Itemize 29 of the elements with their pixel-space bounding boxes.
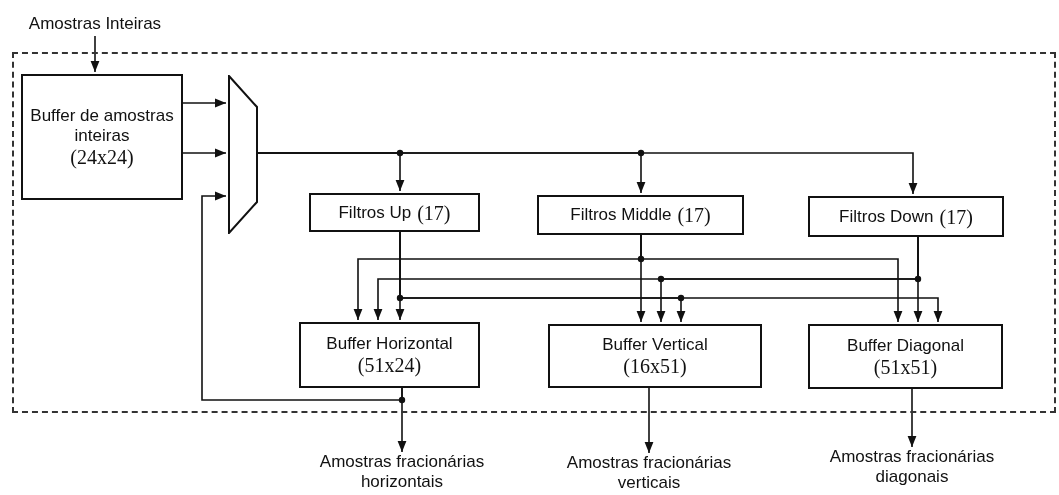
- label-text: Buffer de amostras inteiras: [29, 106, 175, 146]
- arrow: [201, 191, 403, 401]
- label-text: Amostras fracionárias horizontais: [318, 452, 486, 492]
- multiplexer-symbol: [228, 75, 258, 234]
- label-text: Filtros Down: [839, 206, 934, 227]
- label-text: Amostras fracionárias diagonais: [828, 447, 996, 487]
- filter-box: [537, 195, 744, 235]
- size-text: (51x24): [357, 354, 422, 376]
- dashed-boundary: [12, 52, 1056, 413]
- size-text: (17): [417, 201, 451, 224]
- size-text: (24x24): [70, 146, 134, 168]
- size-text: (17): [939, 205, 973, 228]
- label-text: Buffer Diagonal: [847, 335, 964, 356]
- buffer-box: [299, 322, 480, 388]
- label-text: Buffer Vertical: [602, 335, 708, 355]
- size-text: (51x51): [873, 355, 938, 378]
- buffer-box: [21, 74, 183, 200]
- size-text: (17): [677, 204, 711, 226]
- buffer-box: [808, 324, 1003, 389]
- buffer-box: [548, 324, 762, 388]
- filter-box: [808, 196, 1004, 237]
- label-text: Amostras fracionárias verticais: [565, 453, 733, 493]
- label-text: Amostras Inteiras: [28, 14, 162, 34]
- size-text: (16x51): [623, 355, 687, 377]
- label-text: Filtros Up: [338, 202, 412, 223]
- filter-box: [309, 193, 480, 232]
- label-text: Buffer Horizontal: [326, 334, 453, 354]
- arrow: [90, 35, 100, 73]
- label-text: Filtros Middle: [570, 205, 672, 225]
